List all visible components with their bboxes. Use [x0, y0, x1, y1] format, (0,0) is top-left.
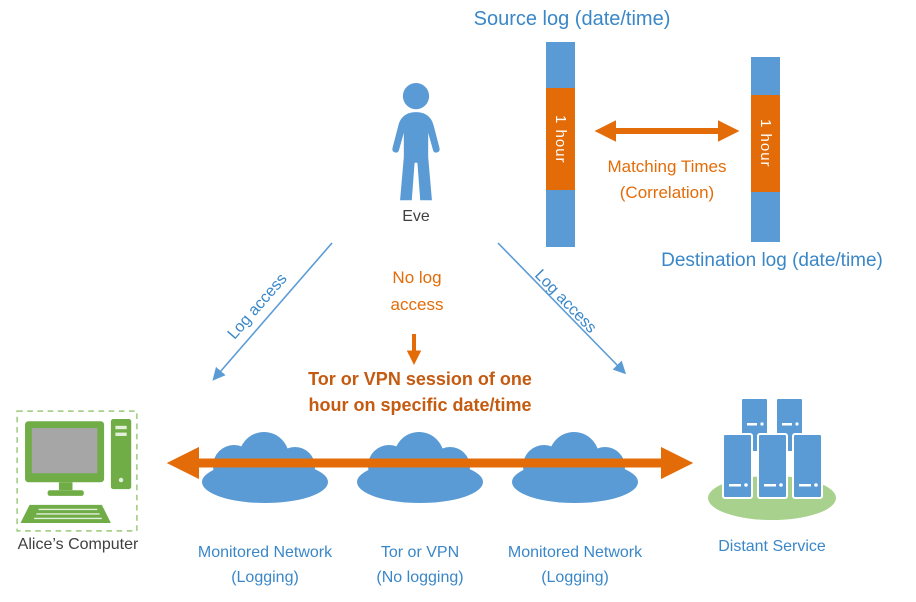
network-label-middle: Tor or VPN (No logging) [325, 540, 515, 590]
network-label-right: Monitored Network (Logging) [480, 540, 670, 590]
source-log-bar: 1 hour [546, 42, 575, 247]
eve-person-icon [392, 83, 440, 201]
cloud-icon-right [512, 432, 638, 503]
eve-label: Eve [402, 208, 430, 225]
source-log-hour-segment: 1 hour [546, 88, 575, 190]
network-label-left: Monitored Network (Logging) [170, 540, 360, 590]
distant-service-label: Distant Service [718, 538, 826, 555]
no-log-access-label: No log access [390, 268, 444, 314]
distant-service-servers-icon [708, 397, 836, 520]
session-note: Tor or VPN session of one hour on specif… [308, 369, 532, 415]
matching-times-line2: (Correlation) [619, 183, 715, 202]
destination-log-hour-segment: 1 hour [751, 95, 780, 192]
destination-log-label: Destination log (date/time) [661, 250, 883, 271]
alice-computer-label: Alice’s Computer [17, 536, 139, 553]
cloud-icon-left [202, 432, 328, 503]
network-label-right-line1: Monitored Network [507, 544, 643, 561]
network-label-right-line2: (Logging) [541, 569, 609, 586]
matching-times-label: Matching Times (Correlation) [577, 154, 757, 206]
log-access-right-label: Log access [531, 266, 600, 337]
network-label-middle-line1: Tor or VPN [380, 544, 460, 561]
destination-log-bar: 1 hour [751, 57, 780, 242]
matching-times-line1: Matching Times [607, 157, 727, 176]
log-access-arrow-left [212, 242, 333, 381]
network-label-middle-line2: (No logging) [376, 569, 464, 586]
cloud-icon-middle [357, 432, 483, 503]
network-label-left-line2: (Logging) [231, 569, 299, 586]
log-access-left-label: Log access [224, 270, 291, 343]
source-log-label: Source log (date/time) [473, 8, 671, 30]
alice-computer-icon [16, 410, 138, 532]
network-label-left-line1: Monitored Network [197, 544, 333, 561]
